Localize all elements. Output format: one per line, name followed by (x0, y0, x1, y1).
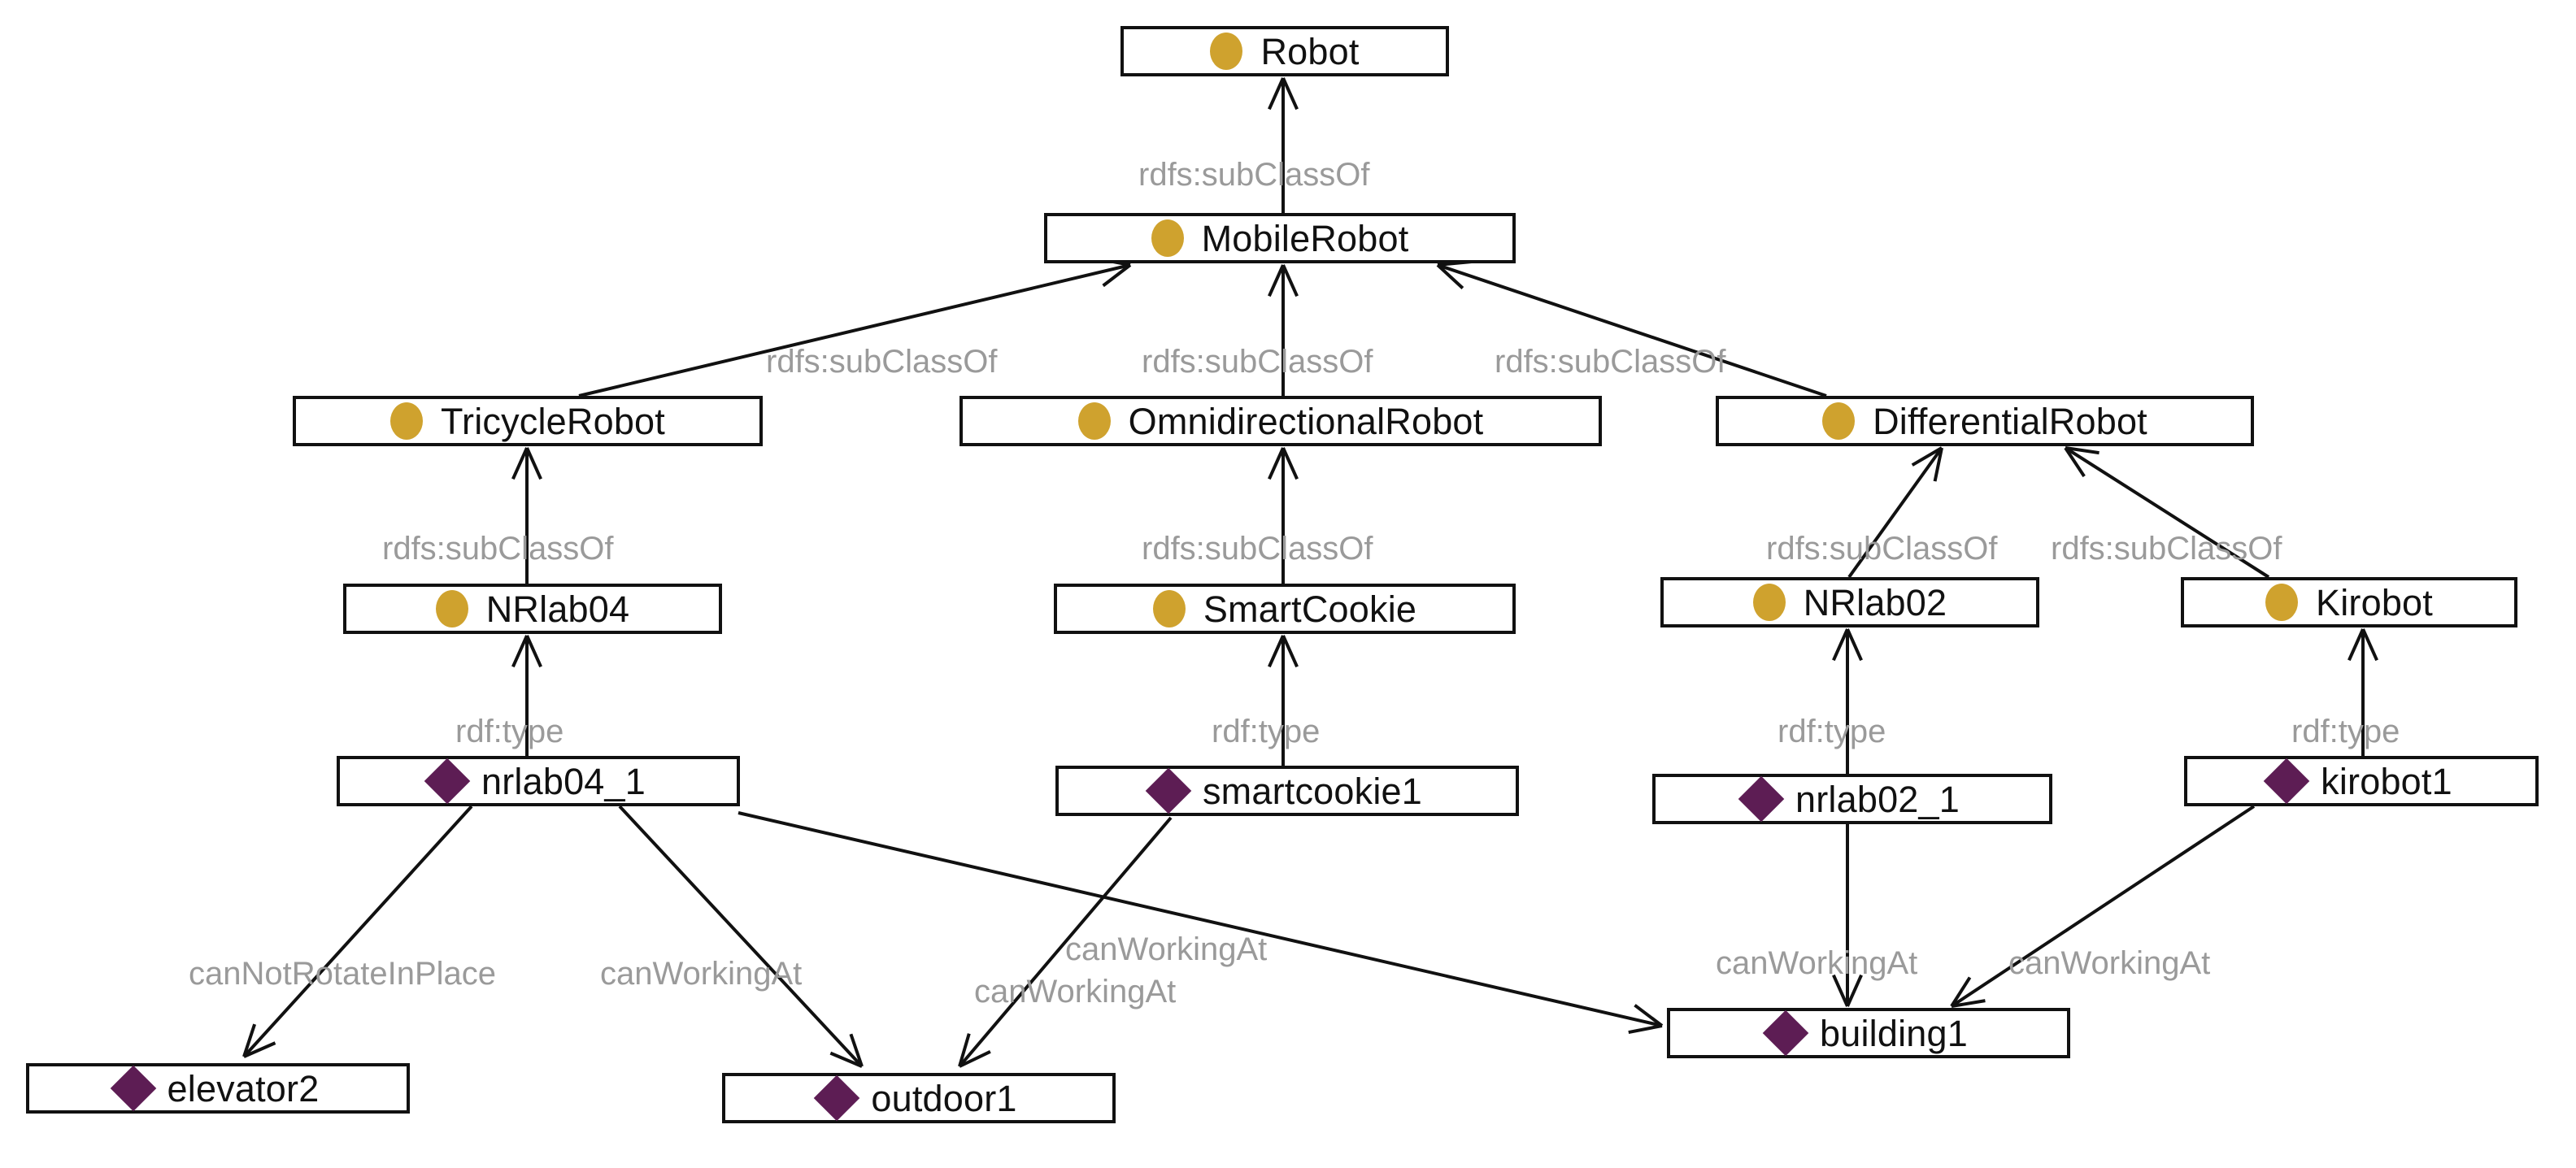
edge-label-e9: rdf:type (455, 714, 564, 749)
node-label: TricycleRobot (440, 400, 665, 442)
edge-label-e16: canWorkingAt (1065, 931, 1268, 967)
instance-node-smartcookie1[interactable]: smartcookie1 (1055, 766, 1519, 816)
node-label: DifferentialRobot (1873, 400, 2147, 442)
circle-icon (1752, 584, 1786, 621)
node-label: nrlab04_1 (481, 760, 646, 802)
edge-label-e10: rdf:type (1212, 714, 1321, 749)
edge-nrlab04_1-to-outdoor1 (618, 805, 864, 1068)
instance-node-kirobot1[interactable]: kirobot1 (2184, 756, 2539, 806)
diamond-icon (814, 1075, 860, 1122)
diamond-icon (110, 1065, 156, 1112)
circle-icon (1151, 219, 1184, 257)
edge-label-e1: rdfs:subClassOf (1138, 157, 1370, 193)
node-label: smartcookie1 (1202, 770, 1422, 812)
edge-label-e18: canWorkingAt (2008, 945, 2211, 981)
edge-label-e7: rdfs:subClassOf (1766, 531, 1998, 567)
instance-node-building1[interactable]: building1 (1667, 1008, 2070, 1058)
circle-icon (1210, 33, 1243, 70)
node-label: kirobot1 (2321, 760, 2452, 802)
node-label: MobileRobot (1201, 217, 1409, 259)
class-node-nrlab04[interactable]: NRlab04 (343, 584, 722, 634)
edge-label-e13: canNotRotateInPlace (189, 956, 497, 992)
node-label: OmnidirectionalRobot (1128, 400, 1484, 442)
edge-label-e17: canWorkingAt (1716, 945, 1918, 981)
edge-label-e2: rdfs:subClassOf (766, 344, 998, 380)
edge-label-e14: canWorkingAt (600, 956, 803, 992)
instance-node-elevator2[interactable]: elevator2 (26, 1063, 410, 1114)
circle-icon (2265, 584, 2298, 621)
class-node-robot[interactable]: Robot (1120, 26, 1449, 76)
circle-icon (1152, 590, 1186, 627)
class-node-nrlab02[interactable]: NRlab02 (1660, 577, 2039, 627)
edge-label-e12: rdf:type (2291, 714, 2400, 749)
edge-nrlab04_1-to-building1 (738, 811, 1664, 1035)
diamond-icon (424, 758, 471, 805)
circle-icon (435, 590, 468, 627)
node-label: NRlab02 (1803, 581, 1947, 623)
diamond-icon (1738, 775, 1785, 823)
node-label: NRlab04 (485, 588, 630, 630)
class-node-tricyclerobot[interactable]: TricycleRobot (293, 396, 763, 446)
edge-label-e3: rdfs:subClassOf (1142, 344, 1373, 380)
node-label: elevator2 (167, 1067, 320, 1109)
node-label: building1 (1820, 1012, 1968, 1054)
edge-label-e6: rdfs:subClassOf (1142, 531, 1373, 567)
edge-mobilerobot-to-robot (1268, 77, 1299, 213)
edge-label-e8: rdfs:subClassOf (2051, 531, 2282, 567)
diamond-icon (1762, 1010, 1809, 1057)
node-label: Kirobot (2316, 581, 2433, 623)
edge-label-e11: rdf:type (1778, 714, 1886, 749)
class-node-mobilerobot[interactable]: MobileRobot (1044, 213, 1516, 263)
edge-label-e4: rdfs:subClassOf (1495, 344, 1726, 380)
instance-node-nrlab02_1[interactable]: nrlab02_1 (1652, 774, 2052, 824)
edge-label-e5: rdfs:subClassOf (382, 531, 614, 567)
class-node-smartcookie[interactable]: SmartCookie (1054, 584, 1516, 634)
edge-nrlab04_1-to-elevator2 (242, 805, 473, 1058)
diamond-icon (1145, 767, 1192, 814)
circle-icon (389, 402, 423, 440)
circle-icon (1077, 402, 1111, 440)
class-node-kirobot[interactable]: Kirobot (2181, 577, 2517, 627)
node-label: SmartCookie (1203, 588, 1417, 630)
class-node-differentialrobot[interactable]: DifferentialRobot (1716, 396, 2254, 446)
instance-node-outdoor1[interactable]: outdoor1 (722, 1073, 1116, 1123)
circle-icon (1822, 402, 1856, 440)
diamond-icon (2263, 758, 2310, 805)
edge-label-e15: canWorkingAt (974, 974, 1177, 1010)
instance-node-nrlab04_1[interactable]: nrlab04_1 (337, 756, 740, 806)
node-label: Robot (1260, 30, 1360, 72)
node-label: outdoor1 (871, 1077, 1017, 1119)
node-label: nrlab02_1 (1795, 778, 1960, 820)
edge-nrlab02_1-to-nrlab02 (1832, 628, 1863, 774)
class-node-omnirobot[interactable]: OmnidirectionalRobot (959, 396, 1602, 446)
